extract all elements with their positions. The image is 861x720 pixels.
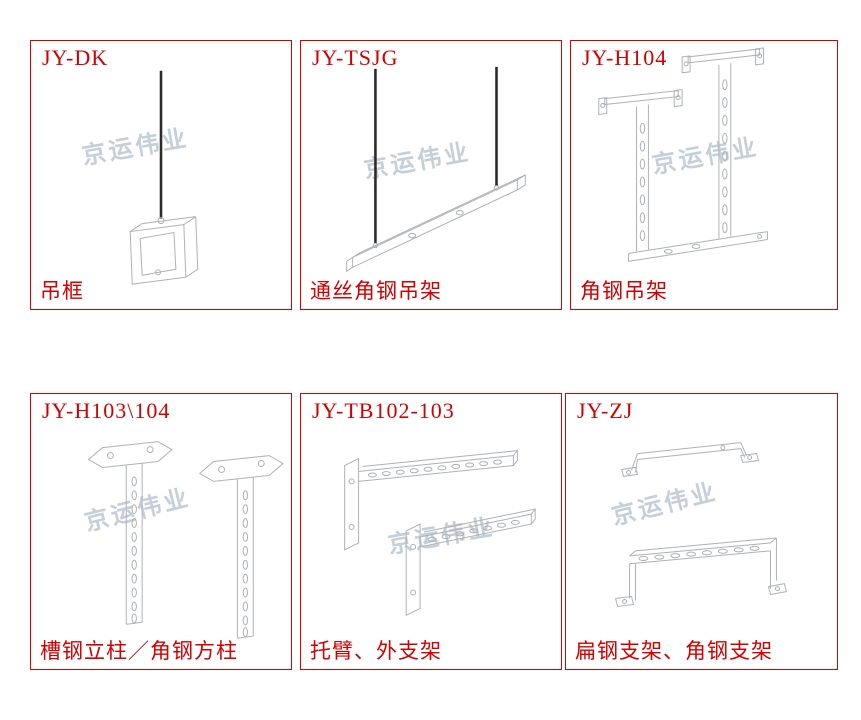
product-caption: 扁钢支架、角钢支架 bbox=[575, 639, 773, 663]
angle-steel-hanger-drawing bbox=[598, 47, 769, 262]
product-caption: 槽钢立柱／角钢方柱 bbox=[40, 639, 238, 663]
product-caption: 吊框 bbox=[40, 279, 84, 303]
product-caption: 角钢吊架 bbox=[580, 279, 668, 303]
product-caption: 托臂、外支架 bbox=[310, 639, 442, 663]
product-code: JY-TB102-103 bbox=[312, 398, 455, 423]
product-code: JY-H104 bbox=[582, 45, 668, 70]
product-panel-jy-zj: JY-ZJ 京运伟业 bbox=[565, 393, 838, 670]
product-panel-jy-h104: JY-H104 京运伟业 bbox=[570, 40, 838, 310]
hanging-frame-drawing bbox=[129, 70, 199, 285]
product-panel-jy-tsjg: JY-TSJG 京运伟业 通丝角钢吊架 bbox=[300, 40, 562, 310]
cantilever-arm-drawing bbox=[344, 449, 536, 617]
product-code: JY-DK bbox=[42, 45, 109, 70]
flat-steel-bracket-drawing bbox=[615, 442, 787, 607]
product-code: JY-H103\104 bbox=[42, 398, 171, 423]
product-code: JY-TSJG bbox=[312, 45, 399, 70]
threaded-rod-angle-hanger-drawing bbox=[346, 66, 526, 273]
product-caption: 通丝角钢吊架 bbox=[310, 279, 442, 303]
channel-column-drawing bbox=[87, 441, 284, 639]
product-code: JY-ZJ bbox=[577, 398, 634, 423]
product-panel-jy-tb102-103: JY-TB102-103 京运伟业 bbox=[300, 393, 562, 670]
product-panel-jy-dk: JY-DK 京运伟业 吊框 bbox=[30, 40, 292, 310]
product-panel-jy-h103-104: JY-H103\104 京运伟业 bbox=[30, 393, 292, 670]
